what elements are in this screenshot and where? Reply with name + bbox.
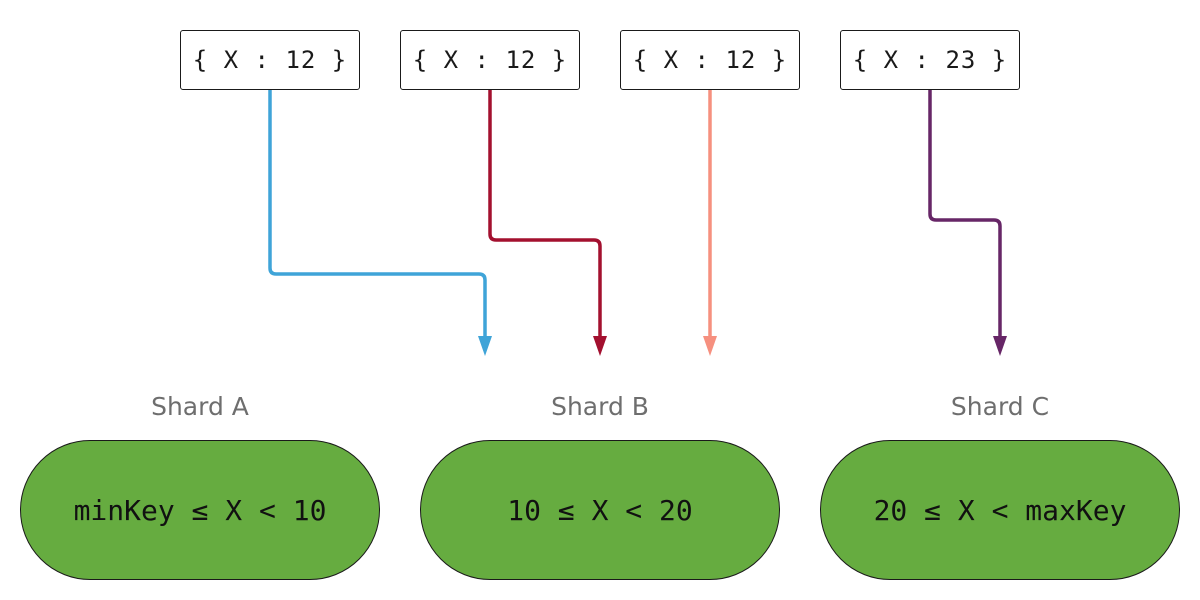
- route-arrow-doc-0: [268, 90, 487, 338]
- arrowhead-doc-3: [993, 336, 1007, 356]
- route-arrow-doc-3: [928, 90, 1002, 338]
- document-box: { X : 12 }: [180, 30, 360, 90]
- document-box: { X : 12 }: [620, 30, 800, 90]
- shard-a-label: Shard A: [151, 392, 249, 421]
- document-box: { X : 23 }: [840, 30, 1020, 90]
- route-arrow-doc-1: [488, 90, 602, 338]
- shard-b-range: 10 ≤ X < 20: [420, 440, 780, 580]
- shard-c-range: 20 ≤ X < maxKey: [820, 440, 1180, 580]
- arrowhead-doc-2: [703, 336, 717, 356]
- arrowhead-doc-0: [478, 336, 492, 356]
- shard-c-label: Shard C: [950, 392, 1050, 421]
- arrowhead-doc-1: [593, 336, 607, 356]
- shard-b-label: Shard B: [551, 392, 649, 421]
- document-box: { X : 12 }: [400, 30, 580, 90]
- shard-a-range: minKey ≤ X < 10: [20, 440, 380, 580]
